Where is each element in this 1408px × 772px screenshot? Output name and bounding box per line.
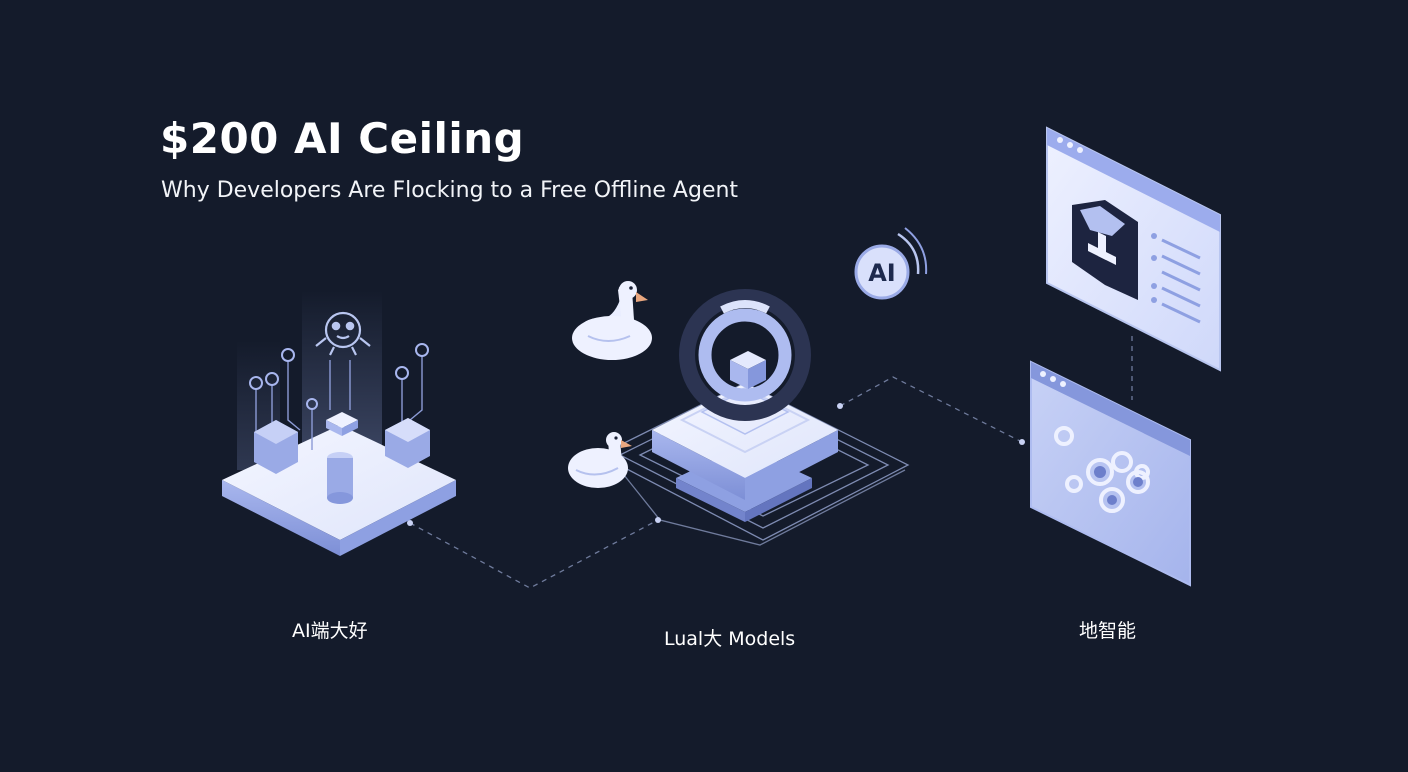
connector-nodes: [407, 403, 1025, 526]
gear-cluster-fill: [1094, 466, 1143, 505]
caption-right: 地智能: [1079, 620, 1137, 642]
page-subtitle: Why Developers Are Flocking to a Free Of…: [161, 178, 739, 203]
caption-left: AI端大好: [292, 620, 368, 642]
goose-icon: [572, 281, 652, 360]
caption-middle: Lual大 Models: [664, 628, 796, 650]
ai-badge-icon: AI: [854, 227, 928, 300]
page-title: $200 AI Ceiling: [160, 114, 525, 163]
browser-window-icon: [1046, 126, 1221, 372]
connector-lines: [409, 336, 1133, 589]
sync-ring-icon: [679, 289, 811, 421]
gear-icon: [1054, 426, 1150, 513]
left-platform: [222, 290, 456, 556]
goose-icon: [568, 432, 632, 488]
robot-face-icon: [315, 311, 371, 356]
cube-icon: [730, 351, 766, 389]
ai-badge-label: AI: [868, 259, 896, 287]
